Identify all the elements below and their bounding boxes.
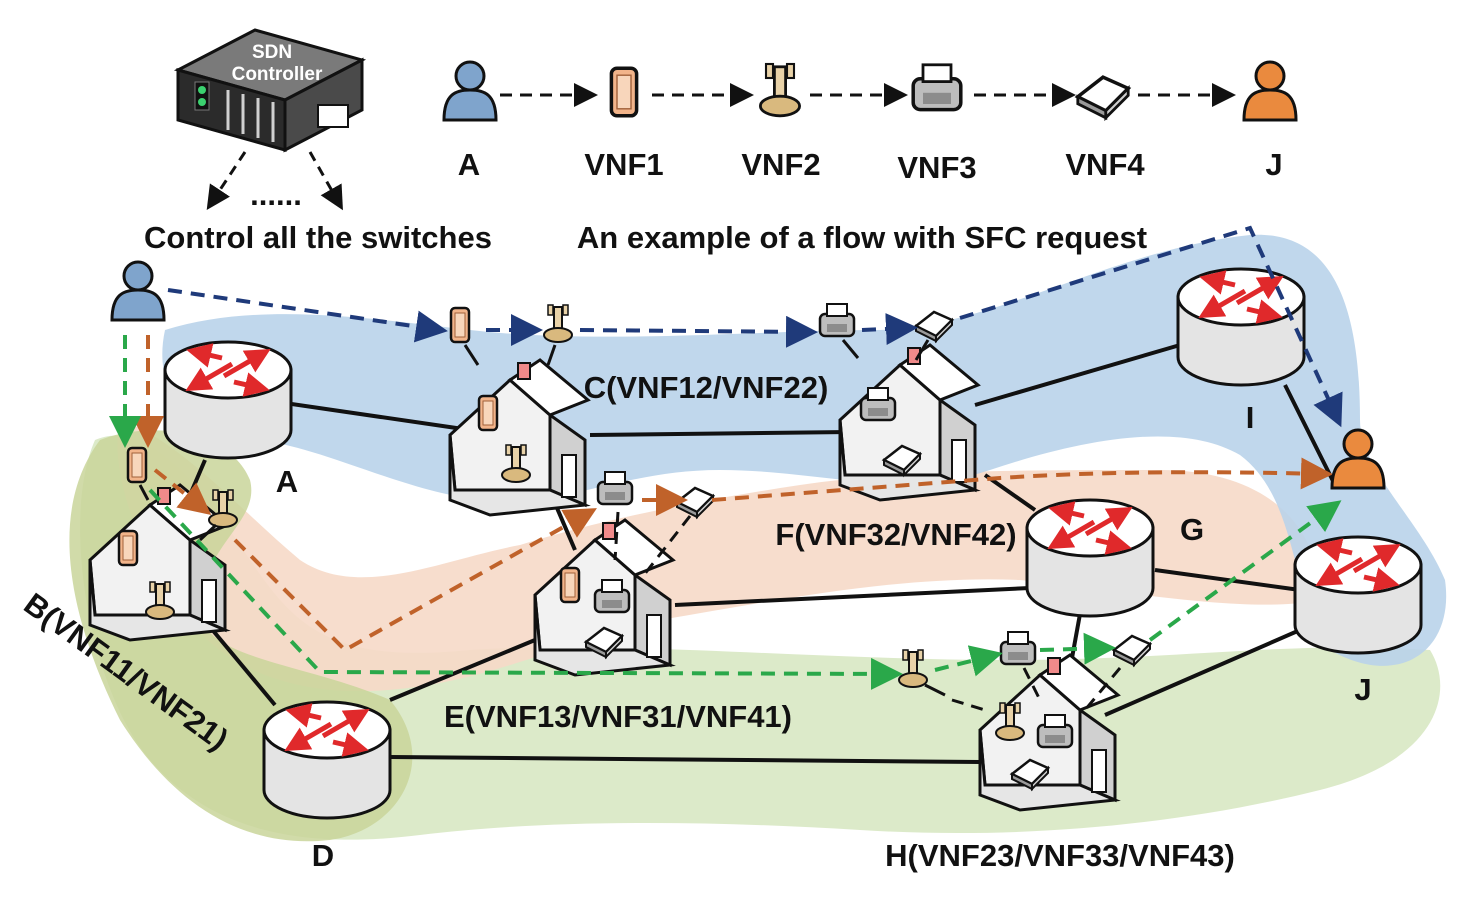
sfc-chain-label-4: VNF4: [1065, 147, 1145, 182]
firewall-icon: [126, 446, 148, 484]
server-label-E: E(VNF13/VNF31/VNF41): [444, 699, 792, 734]
load-balancer-icon: [759, 62, 801, 118]
sfc-chain-label-5: J: [1265, 147, 1282, 182]
printer-icon: [818, 302, 856, 338]
load-balancer-icon: [543, 304, 573, 343]
flow-path-orange: [132, 335, 1333, 653]
controller-label-line1: SDN: [252, 42, 292, 63]
sfc-chain-label-1: VNF1: [584, 147, 663, 182]
printer-icon: [911, 63, 963, 112]
sfc-chain-label-3: VNF3: [897, 150, 976, 185]
controller-dots: ......: [250, 177, 302, 212]
switch-label-I: I: [1246, 400, 1255, 435]
switch-label-G: G: [1180, 512, 1204, 547]
switch-label-A: A: [276, 464, 298, 499]
server-label-C: C(VNF12/VNF22): [584, 370, 829, 405]
scanner-icon: [1076, 75, 1130, 120]
flow-path-blue: [167, 225, 1343, 428]
printer-icon: [999, 630, 1037, 666]
controller-caption: Control all the switches: [144, 220, 492, 255]
controller-label-line2: Controller: [232, 64, 323, 85]
sfc-chain-label-2: VNF2: [741, 147, 820, 182]
user-icon: [442, 60, 498, 122]
vnf-stubs: [138, 339, 1122, 712]
sdn-controller: SDN Controller: [173, 28, 367, 153]
region-orange: [117, 420, 1321, 692]
firewall-icon: [449, 306, 471, 344]
switch-A: [165, 342, 291, 458]
sfc-caption: An example of a flow with SFC request: [577, 220, 1147, 255]
sfc-chain: A VNF1 VNF2 VNF3 VNF4 J: [442, 60, 1298, 185]
sfc-chain-label-0: A: [458, 147, 480, 182]
switch-label-D: D: [312, 838, 334, 873]
user-icon: [110, 260, 166, 322]
switch-D: [264, 702, 390, 818]
switch-label-J: J: [1354, 672, 1371, 707]
controller-arrows: [206, 151, 343, 211]
region-blue: [162, 234, 1447, 666]
flow-path-green: [109, 335, 1342, 690]
firewall-icon: [609, 66, 639, 118]
user-icon: [1242, 60, 1298, 122]
switch-J: [1295, 537, 1421, 653]
switch-I: [1178, 269, 1304, 385]
server-label-H: H(VNF23/VNF33/VNF43): [885, 838, 1235, 873]
switch-G: [1027, 500, 1153, 616]
server-label-F: F(VNF32/VNF42): [775, 517, 1016, 552]
